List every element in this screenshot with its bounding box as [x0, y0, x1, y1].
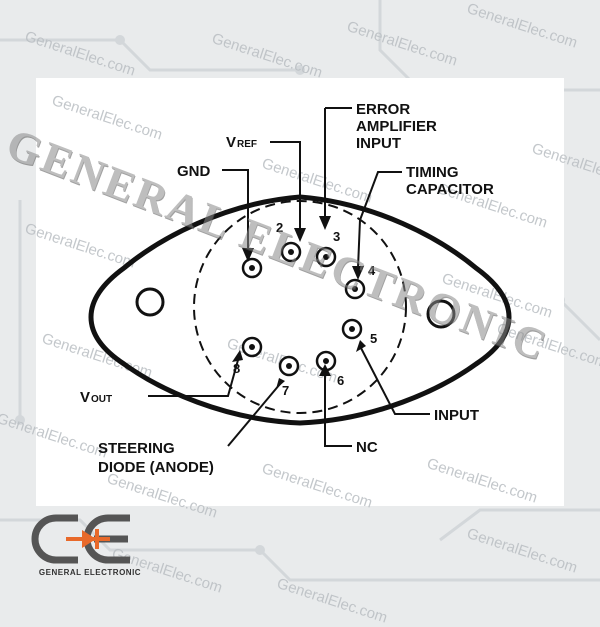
mounting-hole [135, 287, 165, 317]
logo-caption: GENERAL ELECTRONIC [38, 568, 142, 577]
pin-8 [241, 336, 263, 358]
pin-number: 3 [333, 229, 340, 244]
pin-5 [341, 318, 363, 340]
pin-2 [280, 241, 302, 263]
label-error-amplifier-input: AMPLIFIER [356, 118, 437, 135]
label-steering-diode: DIODE (ANODE) [98, 459, 214, 476]
label-timing-capacitor: TIMING [406, 164, 459, 181]
leader-lines [148, 107, 430, 447]
pin-gnd [241, 257, 263, 279]
pin-number: 2 [276, 220, 283, 235]
label-timing-capacitor: CAPACITOR [406, 181, 494, 198]
label-steering-diode: STEERING [98, 440, 175, 457]
pin-4 [344, 278, 366, 300]
pinout-diagram: 2 3 4 5 6 7 8 ERROR AMPLIFIER INPUT VREF… [80, 101, 512, 476]
pin-7 [278, 355, 300, 377]
label-error-amplifier-input: ERROR [356, 101, 410, 118]
mounting-hole [426, 299, 456, 329]
pin-number: 6 [337, 373, 344, 388]
label-gnd: GND [177, 163, 211, 180]
logo-mark-icon [31, 514, 130, 564]
pin-number: 5 [370, 331, 377, 346]
arrowheads [232, 216, 366, 389]
pin-3 [315, 246, 337, 268]
brand-logo: GENERAL ELECTRONIC [30, 510, 150, 586]
label-input: INPUT [434, 407, 479, 424]
label-error-amplifier-input: INPUT [356, 135, 401, 152]
label-vout: VOUT [80, 389, 112, 406]
label-vref: VREF [226, 134, 257, 151]
label-nc: NC [356, 439, 378, 456]
pin-number: 4 [368, 263, 376, 278]
pin-number: 7 [282, 383, 289, 398]
